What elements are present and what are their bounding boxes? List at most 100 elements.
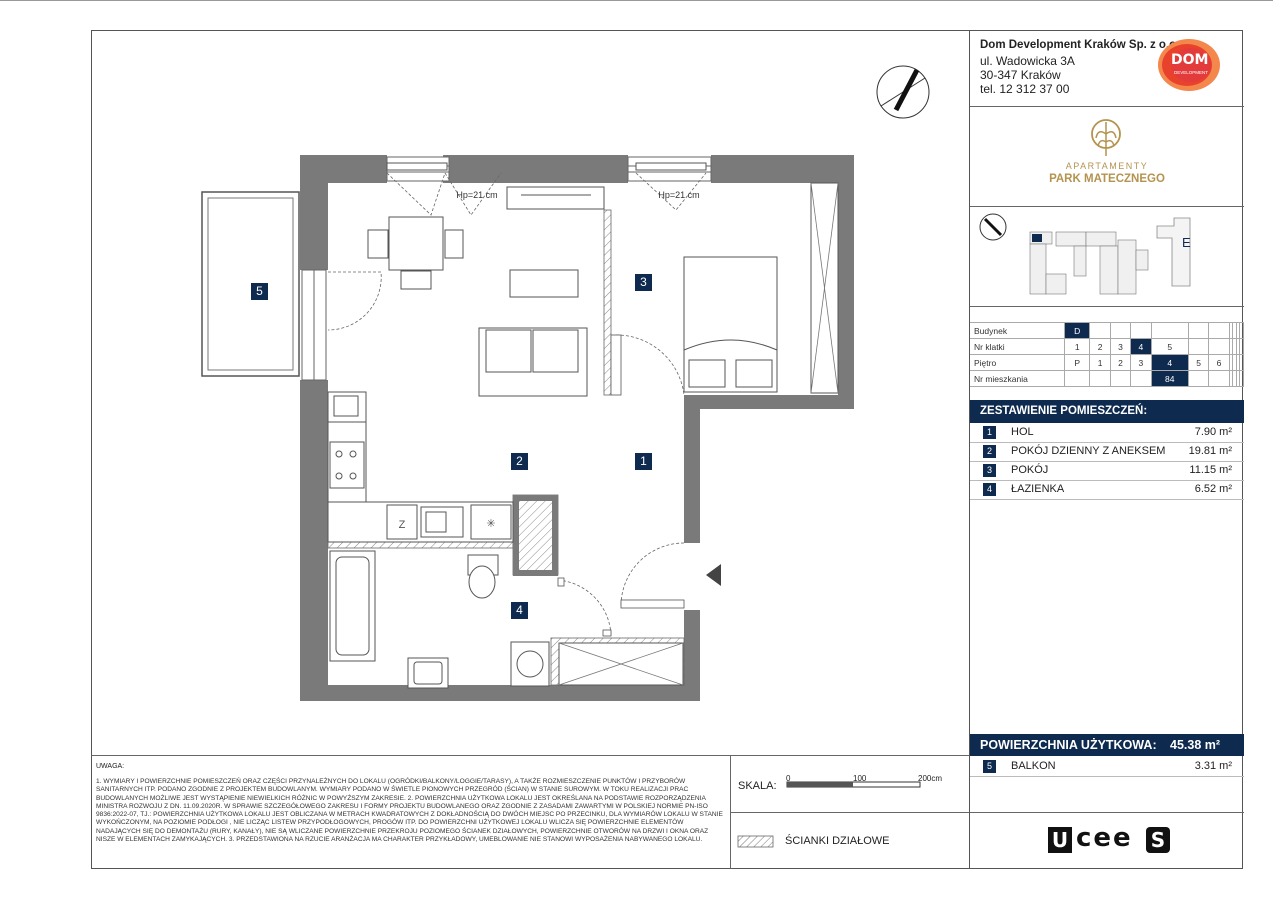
legend-walls-label: ŚCIANKI DZIAŁOWE bbox=[785, 835, 890, 847]
location-table-cell bbox=[1239, 322, 1244, 339]
sofa bbox=[478, 327, 588, 397]
bathroom-storage bbox=[558, 642, 684, 686]
room-row-area: 3.31 m² bbox=[1194, 760, 1232, 772]
bedroom-door-swing bbox=[615, 334, 685, 396]
divider-4 bbox=[970, 812, 1244, 813]
fridge-label: Z bbox=[399, 519, 406, 531]
room-row-num: 3 bbox=[983, 464, 996, 477]
room-row-area: 11.15 m² bbox=[1189, 464, 1232, 476]
scale-label: SKALA: bbox=[738, 780, 777, 792]
sheet-frame bbox=[91, 30, 1243, 869]
dishwasher-icon: ✳ bbox=[486, 518, 495, 530]
location-table-cell: D bbox=[1063, 322, 1091, 339]
room-row-2: 2 POKÓJ DZIENNY Z ANEKSEM 19.81 m² bbox=[970, 442, 1244, 462]
location-table-label: Nr mieszkania bbox=[970, 370, 1065, 387]
north-arrow-icon bbox=[876, 65, 930, 119]
room-row-1: 1 HOL 7.90 m² bbox=[970, 423, 1244, 443]
divider-3 bbox=[970, 306, 1244, 307]
room-label-2: 2 bbox=[511, 453, 528, 470]
dom-development-logo: DOM DEVELOPMENT bbox=[1156, 37, 1222, 93]
room-row-num: 2 bbox=[983, 445, 996, 458]
project-line-2: PARK MATECZNEGO bbox=[1049, 173, 1165, 185]
room-row-4: 4 ŁAZIENKA 6.52 m² bbox=[970, 480, 1244, 500]
room-row-area: 19.81 m² bbox=[1188, 445, 1232, 457]
location-table-cell bbox=[1089, 322, 1111, 339]
total-area-label: POWIERZCHNIA UŻYTKOWA: bbox=[980, 738, 1157, 752]
room-row-area: 6.52 m² bbox=[1194, 483, 1232, 495]
room-row-balcony: 5 BALKON 3.31 m² bbox=[970, 757, 1244, 777]
location-table-cell: 2 bbox=[1089, 338, 1111, 355]
location-table-cell: 3 bbox=[1130, 354, 1152, 371]
location-table-cell bbox=[1109, 370, 1132, 387]
location-table-cell bbox=[1239, 338, 1244, 355]
bed bbox=[683, 256, 778, 393]
entrance-arrow-icon bbox=[706, 564, 721, 586]
location-table-cell bbox=[1187, 338, 1210, 355]
building-letter: E bbox=[1182, 235, 1191, 250]
location-table-cell bbox=[1130, 322, 1152, 339]
room-label-5: 5 bbox=[251, 283, 268, 300]
room-row-name: HOL bbox=[1011, 426, 1034, 438]
location-table-cell bbox=[1089, 370, 1111, 387]
dining-table bbox=[367, 216, 464, 290]
hp-label-living: Hp=21 cm bbox=[456, 190, 497, 200]
company-phone: tel. 12 312 37 00 bbox=[980, 82, 1070, 96]
total-area-bar: POWIERZCHNIA UŻYTKOWA: 45.38 m² bbox=[970, 734, 1244, 756]
ucees-logo-s: S bbox=[1146, 827, 1170, 853]
location-table-cell: 1 bbox=[1089, 354, 1111, 371]
room-row-num: 4 bbox=[983, 483, 996, 496]
site-plan bbox=[979, 213, 1191, 295]
scale-tick-0: 0 bbox=[786, 774, 791, 783]
summary-title: ZESTAWIENIE POMIESZCZEŃ: bbox=[970, 400, 1244, 423]
room-label-4: 4 bbox=[511, 602, 528, 619]
balcony-door-swing bbox=[327, 271, 382, 331]
location-table-cell bbox=[1109, 322, 1132, 339]
scale-tick-100: 100 bbox=[853, 774, 867, 783]
location-table-cell: 5 bbox=[1150, 338, 1189, 355]
company-street: ul. Wadowicka 3A bbox=[980, 54, 1075, 68]
location-table-cell bbox=[1208, 338, 1230, 355]
room-row-name: ŁAZIENKA bbox=[1011, 483, 1065, 495]
location-table-cell bbox=[1239, 354, 1244, 371]
wardrobe bbox=[810, 182, 839, 394]
room-row-name: POKÓJ DZIENNY Z ANEKSEM bbox=[1011, 445, 1166, 457]
location-table-cell: 4 bbox=[1150, 354, 1189, 371]
room-row-area: 7.90 m² bbox=[1194, 426, 1232, 438]
hp-label-bedroom: Hp=21 cm bbox=[658, 190, 699, 200]
dom-logo-subtext: DEVELOPMENT bbox=[1174, 70, 1209, 75]
top-rule bbox=[0, 0, 1273, 1]
location-table-label: Budynek bbox=[970, 322, 1065, 339]
location-table-cell: P bbox=[1063, 354, 1091, 371]
summary-title-text: ZESTAWIENIE POMIESZCZEŃ: bbox=[980, 405, 1148, 417]
divider-1 bbox=[970, 106, 1244, 107]
ucees-logo-cee: cee bbox=[1076, 823, 1133, 853]
notes-text: 1. WYMIARY I POWIERZCHNIE POMIESZCZEŃ OR… bbox=[96, 778, 723, 844]
window-swings bbox=[386, 172, 707, 216]
company-name: Dom Development Kraków Sp. z o.o. bbox=[980, 39, 1180, 51]
ucees-logo-u: U bbox=[1048, 827, 1072, 853]
balcony bbox=[201, 191, 300, 377]
partition-walls-solid bbox=[513, 495, 558, 576]
bathroom-door-swing bbox=[557, 579, 612, 636]
tv-unit bbox=[509, 269, 579, 298]
room-row-name: BALKON bbox=[1011, 760, 1056, 772]
radiators bbox=[386, 162, 707, 210]
company-city: 30-347 Kraków bbox=[980, 68, 1061, 82]
location-table-cell: 3 bbox=[1109, 338, 1132, 355]
scale-tick-200: 200cm bbox=[918, 774, 943, 783]
project-line-1: APARTAMENTY bbox=[1065, 161, 1149, 171]
total-area-value: 45.38 m² bbox=[1170, 738, 1221, 752]
bathroom-fixtures bbox=[329, 550, 550, 689]
scale-divider bbox=[730, 812, 969, 813]
bottom-divider bbox=[91, 755, 969, 756]
legend-hatch-swatch bbox=[737, 835, 774, 848]
location-table-cell: 6 bbox=[1208, 354, 1230, 371]
location-table-cell bbox=[1208, 370, 1230, 387]
dom-logo-text: DOM bbox=[1171, 52, 1209, 68]
location-table-label: Nr klatki bbox=[970, 338, 1065, 355]
scale-bar bbox=[786, 781, 921, 788]
